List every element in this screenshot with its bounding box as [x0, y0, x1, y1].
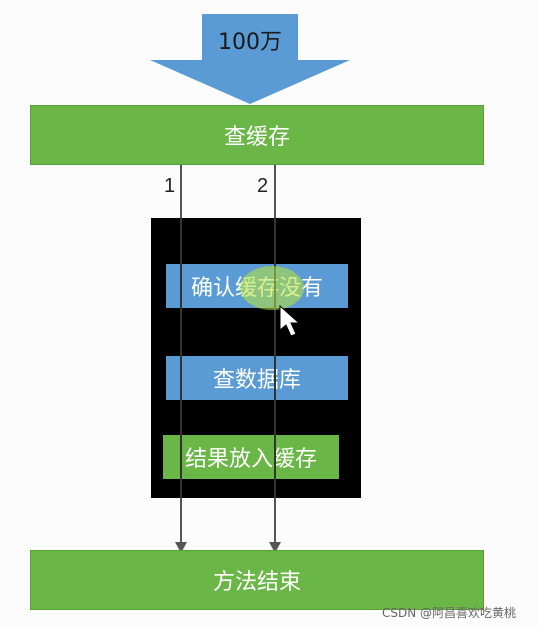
watermark: CSDN @阿昌喜欢吃黄桃: [381, 606, 516, 620]
confirm-cache-label: 确认缓存没有: [190, 276, 323, 301]
path-1-number: 1: [164, 175, 176, 197]
method-end-label: 方法结束: [212, 570, 301, 595]
input-label: 100万: [218, 30, 282, 55]
put-cache-node: 结果放入缓存: [163, 435, 339, 479]
path-1-arrowhead: [175, 542, 187, 553]
query-cache-node: 查缓存: [30, 105, 484, 165]
confirm-cache-node: 确认缓存没有: [166, 264, 348, 308]
query-db-node: 查数据库: [166, 356, 348, 400]
query-db-label: 查数据库: [212, 368, 301, 393]
path-2-number: 2: [257, 175, 269, 197]
query-cache-label: 查缓存: [223, 125, 290, 150]
put-cache-label: 结果放入缓存: [184, 447, 317, 472]
method-end-node: 方法结束: [30, 550, 484, 610]
input-arrow: [150, 14, 350, 104]
path-2-arrowhead: [269, 542, 281, 553]
